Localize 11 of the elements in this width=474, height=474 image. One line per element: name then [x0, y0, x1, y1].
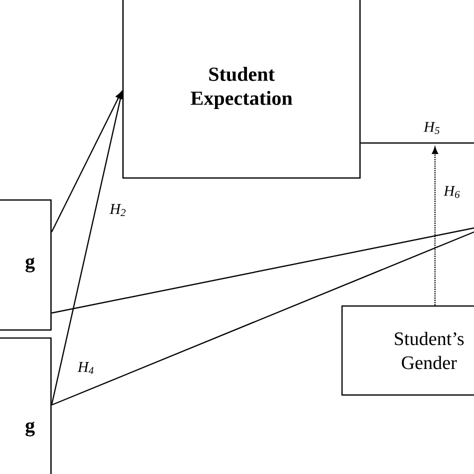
edge-label: H$_{5}$ [422, 120, 442, 136]
variable-box: g [0, 337, 52, 474]
edge-label: H$_{2}$ [108, 203, 128, 217]
variable-box: Student Expectation [122, 0, 361, 179]
arrow [432, 146, 438, 306]
edge-label: H$_{4}$ [76, 361, 96, 375]
arrow [51, 92, 124, 406]
variable-box: Student’s Gender [341, 305, 474, 396]
variable-box: g [0, 199, 52, 331]
edge-label: H$_{6}$ [442, 184, 462, 200]
arrow [51, 92, 122, 232]
